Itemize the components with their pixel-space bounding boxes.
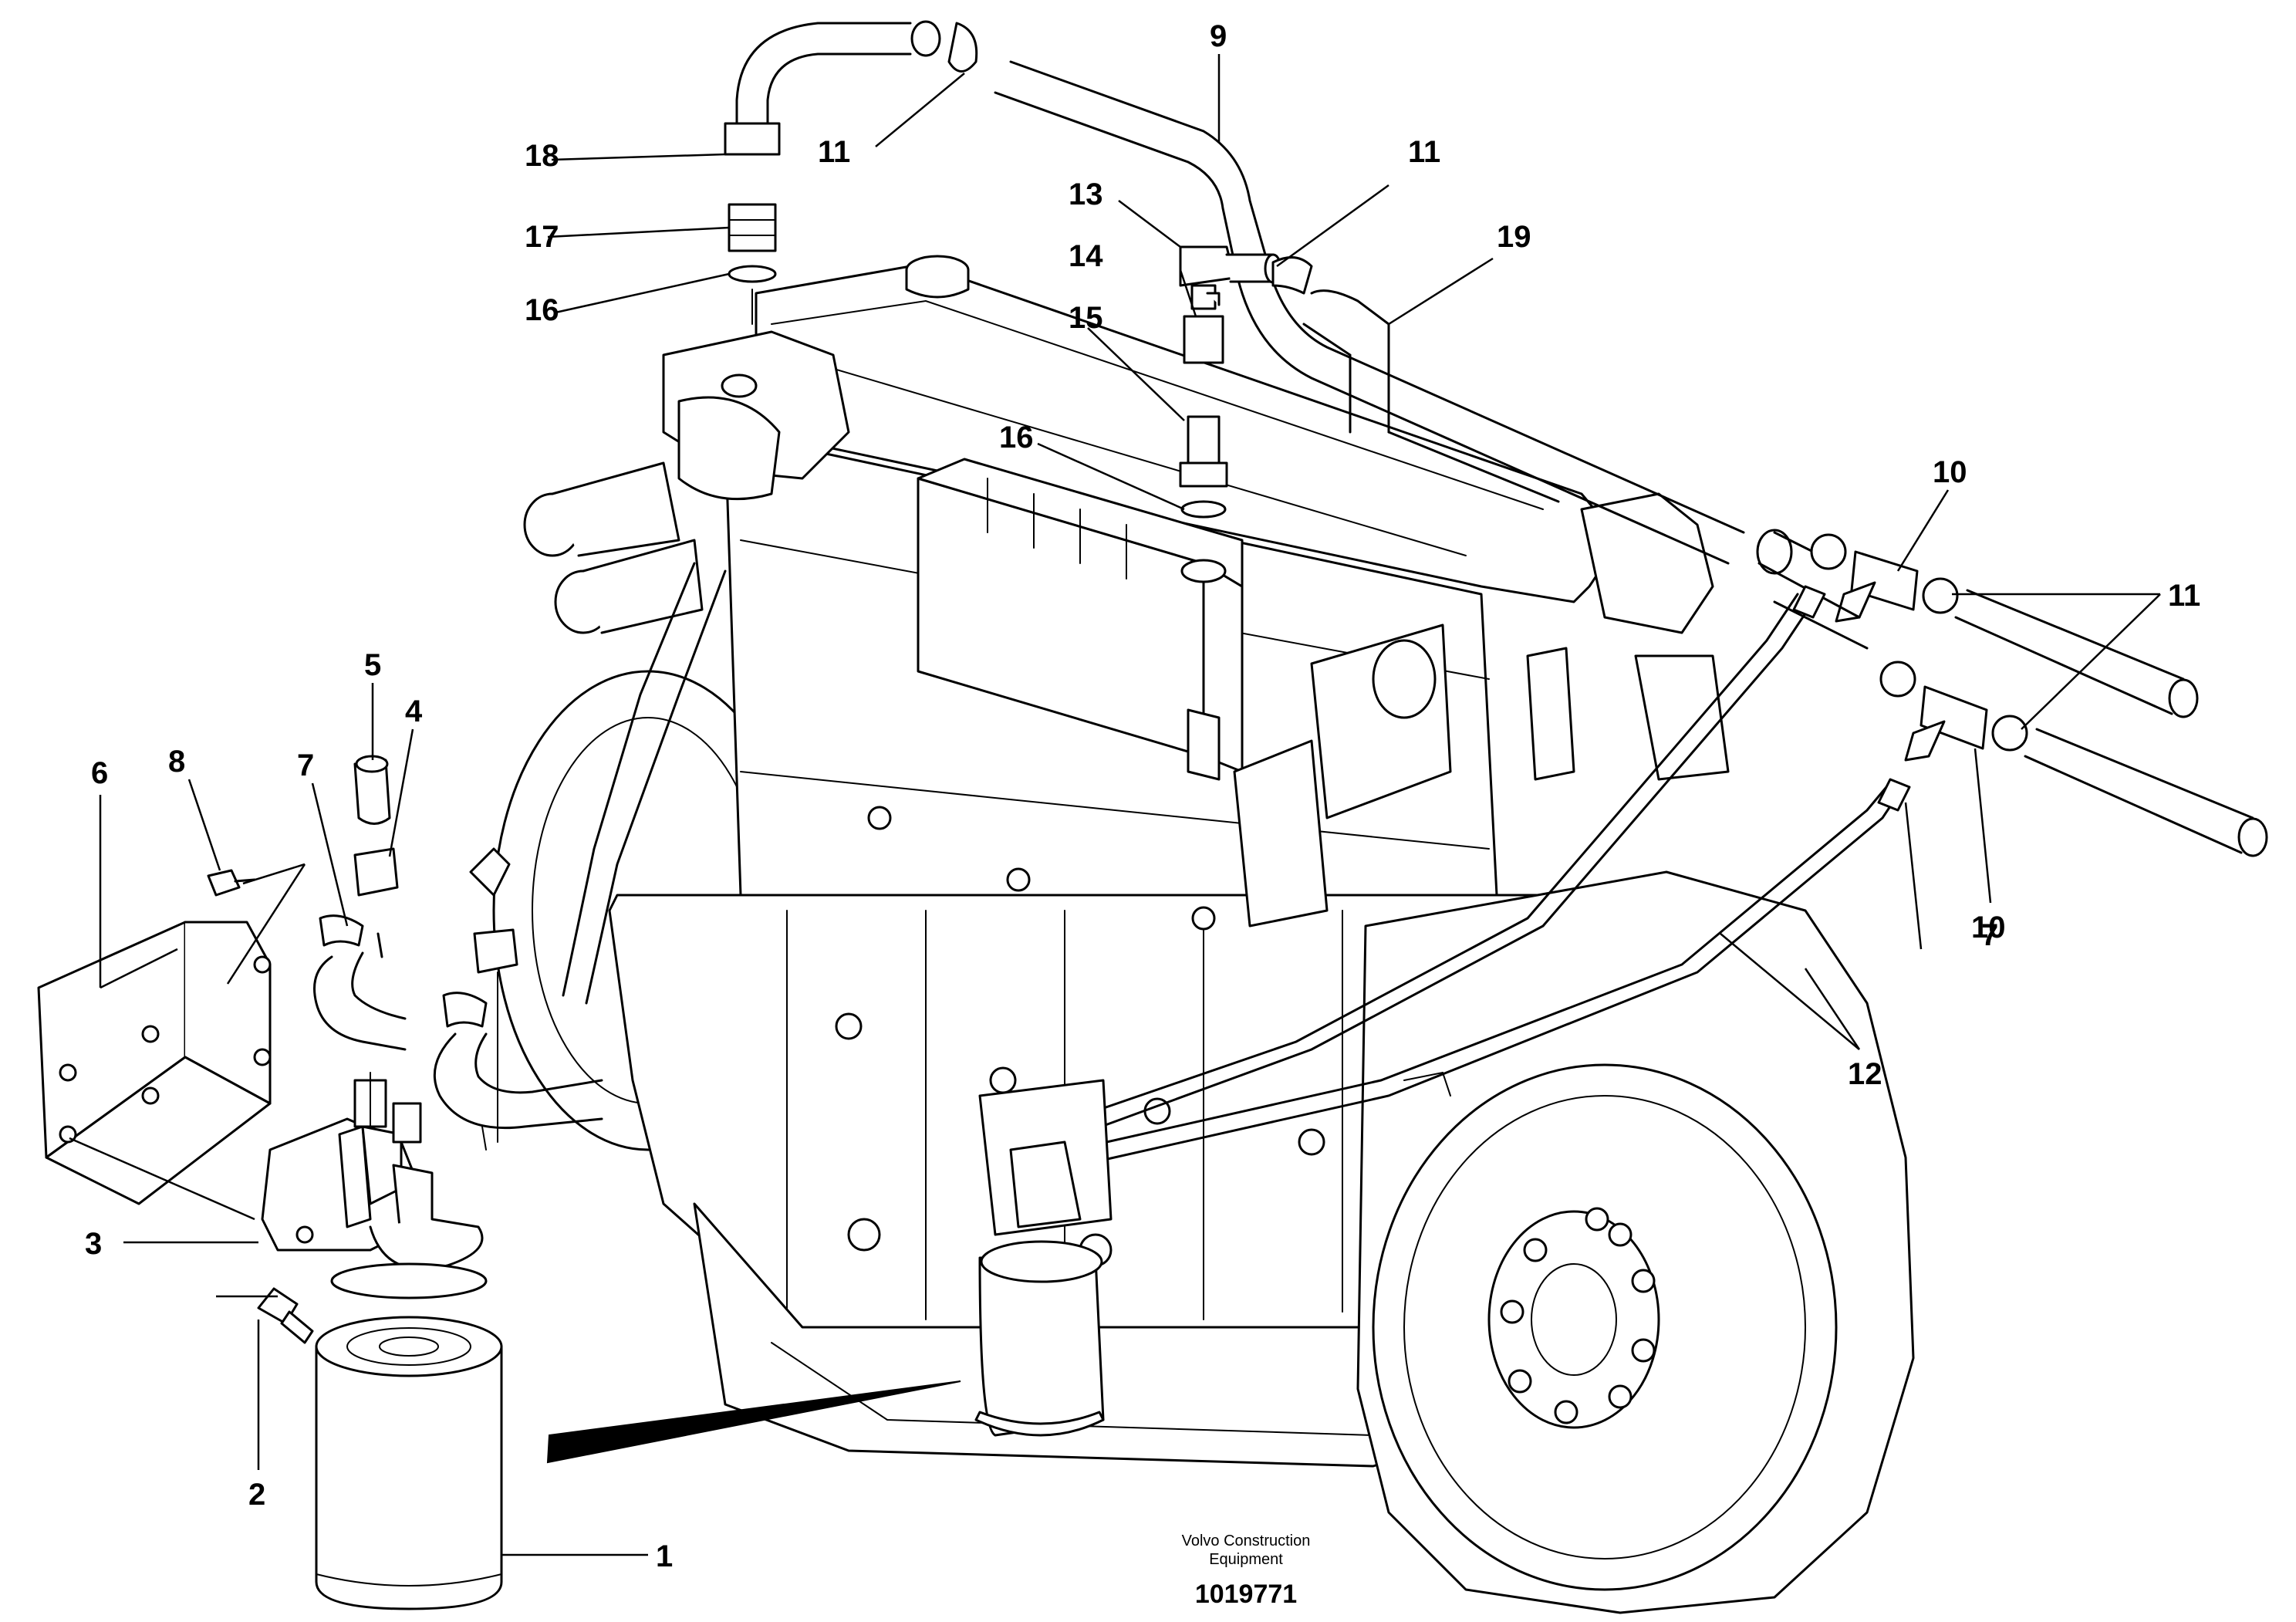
hose-thermostat-down-2	[562, 562, 696, 997]
callout-16-top: 16	[525, 293, 559, 327]
callout-7-right: 7	[1981, 918, 1998, 952]
breather-pipe-assembly	[724, 20, 978, 325]
injection-pump-area	[1233, 492, 1730, 928]
callout-11-top-left: 11	[818, 135, 850, 169]
callout-9: 9	[1210, 19, 1227, 53]
callout-7-left: 7	[297, 748, 314, 782]
nut-4-and-nipple-5	[353, 755, 399, 897]
hose-7-left	[313, 914, 407, 1051]
callout-4: 4	[405, 694, 423, 728]
thermostat-housing	[523, 330, 850, 634]
callout-1: 1	[656, 1539, 673, 1573]
document-number: 1019771	[1195, 1580, 1297, 1609]
callout-10-bottom: 10	[1971, 911, 2006, 944]
company-name-line2: Equipment	[1209, 1551, 1283, 1568]
ecu-module	[917, 458, 1244, 781]
footer-credit: Volvo Construction Equipment 1019771	[1182, 1532, 1311, 1609]
oil-filter-1	[315, 1316, 503, 1610]
callout-16-mid: 16	[999, 421, 1034, 454]
callout-12: 12	[1848, 1057, 1882, 1091]
zoom-pointer-wedge	[546, 1380, 961, 1464]
elbow-fitting-assembly	[1179, 245, 1313, 583]
oil-lines	[1071, 585, 1911, 1167]
hose-center-left	[370, 847, 603, 1151]
callout-15: 15	[1069, 301, 1103, 335]
callout-19: 19	[1497, 220, 1531, 254]
callout-11-right: 11	[2168, 579, 2200, 613]
mounting-bracket-6	[37, 921, 272, 1205]
callout-14: 14	[1069, 239, 1103, 273]
callout-11-top-mid: 11	[1408, 135, 1440, 169]
hose-thermostat-down	[585, 569, 727, 1005]
company-name-line1: Volvo Construction	[1182, 1532, 1311, 1549]
callout-labels: 1 2 3 4 5 6 7 7 8 9 10 10 11 11 11 12 13…	[85, 19, 2200, 1573]
callout-8: 8	[168, 745, 185, 779]
transmission-housing	[1356, 870, 1915, 1614]
callout-17: 17	[525, 220, 559, 254]
leader-lines	[69, 54, 2161, 1556]
remote-filter-mounted	[974, 1079, 1113, 1437]
filter-head-3	[261, 1079, 488, 1299]
callout-2: 2	[248, 1478, 265, 1512]
callout-13: 13	[1069, 177, 1103, 211]
callout-6: 6	[91, 756, 108, 790]
callout-5: 5	[364, 648, 381, 682]
callout-10-top: 10	[1933, 455, 1967, 489]
callout-18: 18	[525, 139, 559, 173]
callout-3: 3	[85, 1227, 102, 1261]
